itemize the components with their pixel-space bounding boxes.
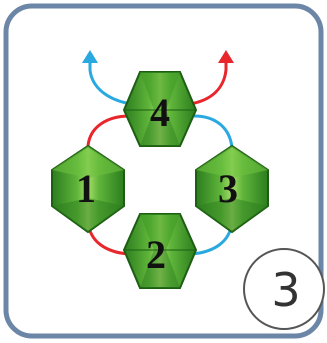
blue-arrow-up-icon: [82, 50, 98, 63]
bead-1: 1: [51, 144, 125, 234]
bead-4: 4: [122, 71, 198, 147]
blue-thread-4-to-3: [193, 114, 234, 149]
red-thread-exit-up: [189, 60, 228, 106]
bead-1-label: 1: [76, 166, 96, 211]
bead-3-label: 3: [218, 166, 238, 211]
red-arrow-up-icon: [218, 50, 234, 63]
red-thread-4-to-1: [86, 114, 131, 147]
step-badge: 3: [243, 248, 325, 330]
bead-2-label: 2: [146, 232, 166, 277]
blue-thread-exit-up: [88, 60, 132, 106]
bead-4-label: 4: [150, 90, 170, 135]
bead-3: 3: [195, 144, 269, 234]
step-number: 3: [271, 263, 300, 317]
bead-2: 2: [122, 213, 198, 289]
frame-border: [3, 3, 324, 339]
